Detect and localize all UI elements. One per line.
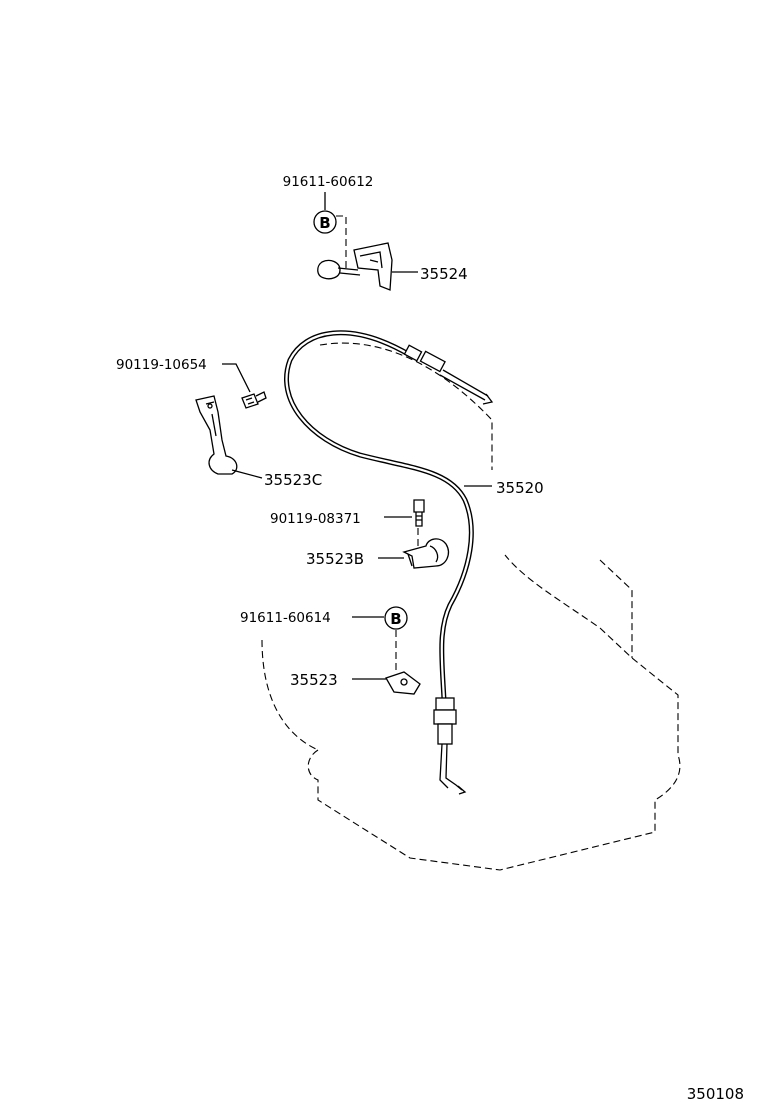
figure-number: 350108 [687, 1085, 744, 1103]
clip-35523 [385, 671, 421, 695]
label-35523: 35523 [290, 671, 338, 689]
bracket-35524 [317, 242, 393, 291]
label-90119-08371: 90119-08371 [270, 511, 361, 527]
cable-35520 [284, 330, 494, 795]
clamp-35523B [402, 538, 450, 569]
bolt-90119-08371 [413, 499, 425, 527]
marker-b-lower-text: B [390, 610, 401, 628]
label-35523C: 35523C [264, 471, 322, 489]
label-90119-10654: 90119-10654 [116, 357, 207, 373]
label-35520: 35520 [496, 479, 544, 497]
marker-b-top: B [313, 210, 347, 268]
label-91611-60614: 91611-60614 [240, 610, 331, 626]
bracket-35523C [195, 395, 238, 475]
part-labels: 91611-60612 35524 90119-10654 35523C 355… [116, 174, 544, 689]
label-35523B: 35523B [306, 550, 364, 568]
label-35524: 35524 [420, 265, 468, 283]
label-91611-60612: 91611-60612 [283, 174, 374, 190]
marker-b-lower: B [384, 606, 408, 674]
bolt-90119-10654 [241, 391, 267, 409]
leader-lines [222, 192, 492, 680]
transmission-outline [261, 342, 681, 871]
marker-b-top-text: B [319, 214, 330, 232]
